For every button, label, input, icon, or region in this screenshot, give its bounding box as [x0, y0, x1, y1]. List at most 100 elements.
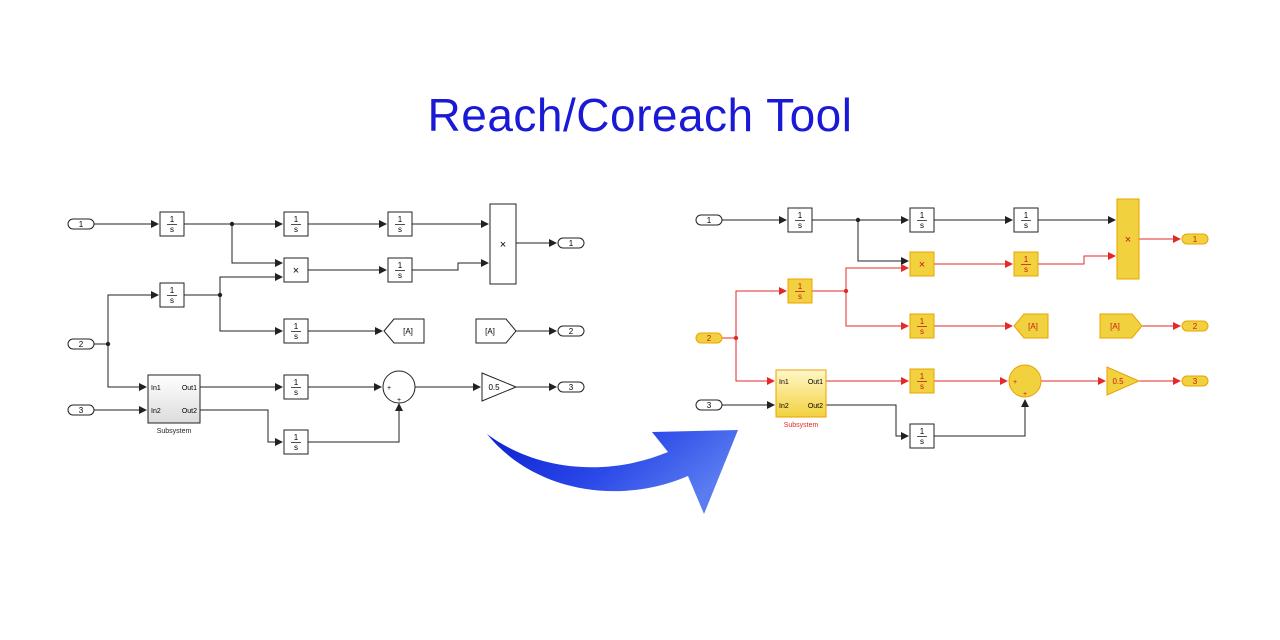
inport-3[interactable]: 3 [67, 404, 95, 416]
integrator-block[interactable]: 1 s [1013, 207, 1039, 233]
integrator-num: 1 [920, 211, 925, 220]
integrator-block[interactable]: 1 s [387, 257, 413, 283]
from-tag: [A] [485, 327, 495, 336]
branch-point [229, 221, 235, 227]
integrator-block-highlighted[interactable]: 1 s [909, 313, 935, 339]
sum-sign: + [1013, 379, 1017, 386]
goto-tag: [A] [1028, 322, 1038, 331]
transform-arrow-icon [487, 430, 738, 514]
sum-block-highlighted[interactable]: + + [1008, 364, 1042, 398]
integrator-block[interactable]: 1 s [159, 211, 185, 237]
inport-label: 2 [707, 334, 712, 343]
product-block[interactable]: × [489, 203, 517, 285]
subsystem-in1-label: In1 [151, 385, 161, 392]
from-block-highlighted[interactable]: [A] [1099, 313, 1143, 339]
integrator-block[interactable]: 1 s [387, 211, 413, 237]
subsystem-out1-label: Out1 [808, 379, 823, 386]
product-block-highlighted[interactable]: × [909, 251, 935, 277]
integrator-block[interactable]: 1 s [283, 318, 309, 344]
integrator-den: s [294, 332, 298, 341]
page-title: Reach/Coreach Tool [427, 89, 853, 141]
integrator-num: 1 [398, 215, 403, 224]
subsystem-out2-label: Out2 [808, 403, 823, 410]
gain-block[interactable]: 0.5 [481, 372, 518, 402]
inport-label: 3 [707, 401, 712, 410]
outport-label: 1 [569, 239, 574, 248]
outport-3[interactable]: 3 [557, 381, 585, 393]
integrator-block[interactable]: 1 s [909, 423, 935, 449]
product-symbol: × [293, 265, 299, 277]
integrator-block-highlighted[interactable]: 1 s [909, 368, 935, 394]
inport-2[interactable]: 2 [695, 332, 723, 344]
integrator-den: s [798, 292, 802, 301]
integrator-block-highlighted[interactable]: 1 s [787, 278, 813, 304]
integrator-num: 1 [920, 317, 925, 326]
integrator-den: s [398, 271, 402, 280]
inport-label: 3 [79, 406, 84, 415]
product-block-highlighted[interactable]: × [1116, 198, 1140, 280]
integrator-den: s [294, 388, 298, 397]
integrator-num: 1 [920, 372, 925, 381]
branch-point [855, 217, 861, 223]
outport-2[interactable]: 2 [1181, 320, 1209, 332]
outport-2[interactable]: 2 [557, 325, 585, 337]
diagram-highlighted: 1 2 3 1 s 1 s 1 s [695, 198, 1209, 449]
integrator-den: s [1024, 265, 1028, 274]
integrator-den: s [170, 296, 174, 305]
integrator-num: 1 [294, 215, 299, 224]
subsystem-name: Subsystem [784, 422, 819, 429]
branch-point [733, 335, 739, 341]
outport-label: 2 [569, 327, 574, 336]
subsystem-in1-label: In1 [779, 379, 789, 386]
integrator-num: 1 [170, 215, 175, 224]
integrator-block[interactable]: 1 s [283, 374, 309, 400]
integrator-num: 1 [170, 286, 175, 295]
integrator-block-highlighted[interactable]: 1 s [1013, 251, 1039, 277]
product-symbol: × [919, 259, 925, 271]
integrator-block[interactable]: 1 s [159, 282, 185, 308]
gain-block-highlighted[interactable]: 0.5 [1106, 366, 1141, 396]
sum-sign: + [1023, 391, 1027, 398]
inport-1[interactable]: 1 [695, 214, 723, 226]
goto-block-highlighted[interactable]: [A] [1013, 313, 1049, 339]
product-block[interactable]: × [283, 257, 309, 283]
subsystem-block[interactable]: In1 In2 Out1 Out2 Subsystem [147, 374, 201, 435]
goto-block[interactable]: [A] [383, 318, 425, 344]
integrator-den: s [1024, 221, 1028, 230]
integrator-block[interactable]: 1 s [787, 207, 813, 233]
subsystem-name: Subsystem [157, 428, 192, 435]
subsystem-out2-label: Out2 [182, 408, 197, 415]
integrator-num: 1 [398, 261, 403, 270]
inport-2[interactable]: 2 [67, 338, 95, 350]
branch-point [105, 341, 111, 347]
integrator-den: s [920, 221, 924, 230]
integrator-den: s [170, 225, 174, 234]
integrator-den: s [294, 443, 298, 452]
subsystem-in2-label: In2 [151, 408, 161, 415]
integrator-num: 1 [1024, 211, 1029, 220]
outport-3[interactable]: 3 [1181, 375, 1209, 387]
from-tag: [A] [1110, 322, 1120, 331]
integrator-block[interactable]: 1 s [283, 211, 309, 237]
gain-value: 0.5 [1112, 377, 1124, 386]
integrator-num: 1 [294, 433, 299, 442]
inport-label: 2 [79, 340, 84, 349]
sum-block[interactable]: + + [382, 370, 416, 404]
integrator-den: s [920, 437, 924, 446]
integrator-num: 1 [1024, 255, 1029, 264]
integrator-block[interactable]: 1 s [283, 429, 309, 455]
subsystem-out1-label: Out1 [182, 385, 197, 392]
subsystem-block-highlighted[interactable]: In1 In2 Out1 Out2 Subsystem [775, 369, 827, 429]
sum-sign: + [387, 385, 391, 392]
integrator-num: 1 [798, 282, 803, 291]
outport-1[interactable]: 1 [557, 237, 585, 249]
from-block[interactable]: [A] [475, 318, 517, 344]
integrator-num: 1 [920, 427, 925, 436]
integrator-den: s [920, 327, 924, 336]
outport-1[interactable]: 1 [1181, 233, 1209, 245]
inport-1[interactable]: 1 [67, 218, 95, 230]
inport-3[interactable]: 3 [695, 399, 723, 411]
integrator-block[interactable]: 1 s [909, 207, 935, 233]
branch-point [217, 292, 223, 298]
subsystem-in2-label: In2 [779, 403, 789, 410]
